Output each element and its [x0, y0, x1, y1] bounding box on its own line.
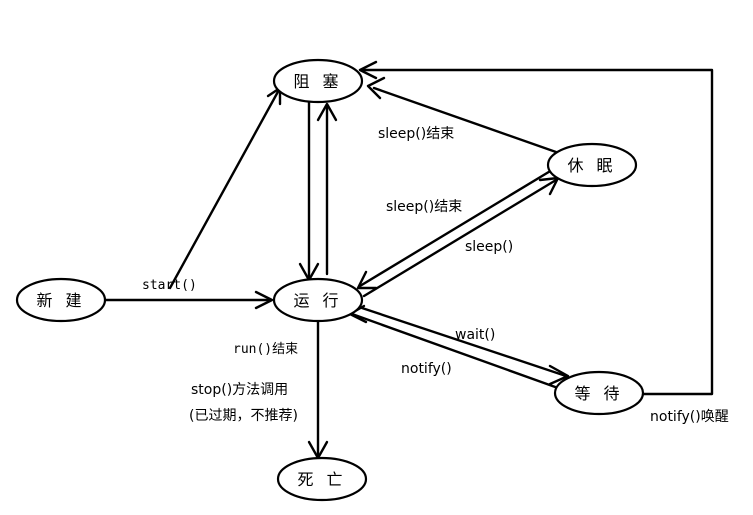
- edge-running-to-dead: [307, 320, 329, 460]
- label-wait: wait(): [455, 327, 495, 343]
- edge-waiting-to-running: [348, 304, 560, 390]
- edge-waiting-to-blocked: [358, 60, 714, 396]
- node-blocked: 阻 塞: [272, 58, 364, 104]
- node-sleeping: 休 眠: [546, 142, 638, 188]
- label-notify: notify(): [401, 361, 452, 377]
- label-notify-wake: notify()唤醒: [650, 408, 729, 425]
- node-new-label: 新 建: [36, 291, 85, 310]
- edge-start: [102, 290, 274, 310]
- label-stop-call: stop()方法调用: [191, 382, 288, 398]
- node-dead-label: 死 亡: [297, 470, 346, 489]
- label-sleep-end-mid: sleep()结束: [386, 199, 462, 215]
- node-blocked-label: 阻 塞: [293, 72, 342, 91]
- edge-running-to-waiting: [360, 306, 570, 386]
- node-dead: 死 亡: [276, 456, 368, 502]
- label-sleep-end-top: sleep()结束: [378, 126, 454, 142]
- node-sleeping-label: 休 眠: [567, 156, 616, 175]
- node-running: 运 行: [272, 277, 364, 323]
- node-waiting-label: 等 待: [574, 384, 623, 403]
- edge-new-to-blocked: [168, 86, 282, 290]
- label-stop-note: (已过期，不推荐): [189, 408, 298, 424]
- node-running-label: 运 行: [293, 291, 342, 310]
- edge-sleeping-to-blocked: [366, 76, 558, 154]
- label-run-end: run()结束: [233, 342, 298, 357]
- edge-blocked-to-running: [298, 100, 320, 282]
- node-new: 新 建: [15, 277, 107, 323]
- label-sleep: sleep(): [465, 239, 513, 255]
- edge-sleeping-to-running: [356, 168, 554, 290]
- node-waiting: 等 待: [553, 370, 645, 416]
- edge-running-to-sleeping: [362, 176, 560, 298]
- edge-running-to-blocked: [316, 102, 338, 276]
- label-start: start(): [142, 278, 197, 293]
